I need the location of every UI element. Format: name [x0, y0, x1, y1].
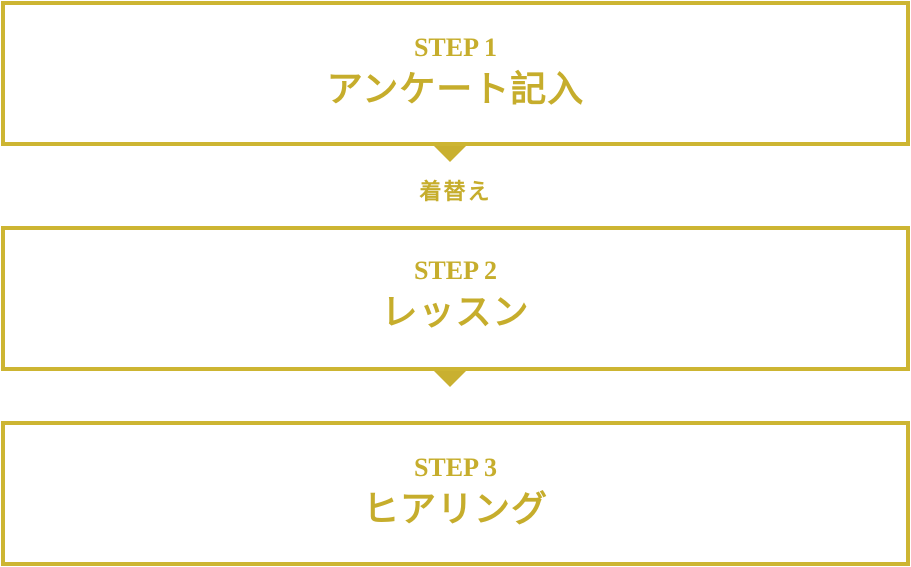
step-3-label: STEP 3 — [413, 453, 498, 482]
step-2-label: STEP 2 — [413, 256, 498, 285]
transition-label: 着替え — [419, 179, 492, 205]
step-1-label: STEP 1 — [413, 33, 498, 62]
step-3-title: ヒアリング — [362, 488, 548, 530]
step-1-box: STEP 1 アンケート記入 — [1, 1, 910, 146]
arrow-down-icon — [434, 371, 466, 387]
step-2-title: レッスン — [381, 291, 530, 333]
step-1-title: アンケート記入 — [326, 68, 585, 110]
step-3-box: STEP 3 ヒアリング — [1, 421, 910, 566]
step-2-box: STEP 2 レッスン — [1, 226, 910, 371]
arrow-down-icon — [434, 146, 466, 162]
